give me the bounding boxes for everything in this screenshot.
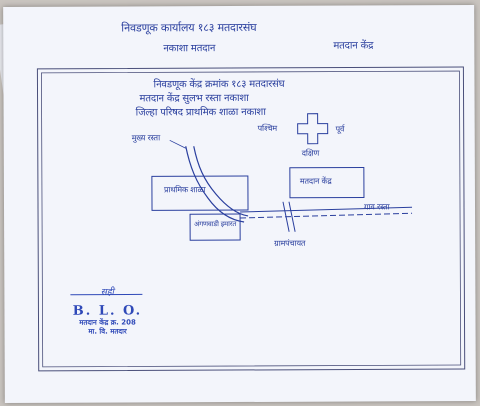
drawing-layer (36, 66, 466, 372)
document-sheet: निवडणूक कार्यालय १८३ मतदारसंघ नकाशा मतदा… (3, 4, 476, 404)
lane-line2 (288, 201, 296, 232)
road-right-label: गाव रस्ता (363, 202, 390, 212)
stamp-title: B. L. O. (72, 303, 143, 319)
top-heading-line1: निवडणूक कार्यालय १८३ मतदारसंघ (121, 20, 257, 35)
road-line-lower (240, 212, 413, 219)
compass-west-label: पश्चिम (257, 123, 277, 133)
building-small-box (189, 213, 241, 241)
box-heading-line1: निवडणूक केंद्र क्रमांक १८३ मतदारसंघ (153, 78, 285, 91)
inner-border (41, 70, 462, 368)
building-small-label: अंगणवाडी इमारत (194, 220, 237, 229)
box-heading-line3: जिल्हा परिषद प्राथमिक शाळा नकाशा (135, 106, 266, 119)
stamp-line2: मा. वि. मतदार (88, 327, 127, 336)
main-road-line2 (193, 146, 249, 217)
compass-icon (297, 113, 329, 145)
bottom-label: ग्रामपंचायत (274, 238, 306, 248)
top-heading-line2-left: नकाशा मतदान (163, 43, 216, 55)
building-left-box (151, 175, 249, 211)
lane-line1 (282, 201, 290, 232)
compass-east-label: पूर्व (335, 124, 345, 134)
main-road-line1 (185, 146, 245, 223)
stamp-signature: सही (100, 287, 115, 298)
top-heading-line2-right: मतदान केंद्र (333, 40, 374, 52)
stamp-line1: मतदान केंद्र क्र. 208 (79, 318, 136, 327)
outer-border (36, 66, 466, 372)
compass-south-label: दक्षिण (301, 148, 320, 158)
label-arrow (169, 139, 186, 149)
road-line-upper (240, 206, 413, 213)
label-main-road: मुख्य रस्ता (131, 133, 160, 143)
building-right-label: मतदान केंद्र (299, 176, 332, 186)
blo-stamp: सही B. L. O. मतदान केंद्र क्र. 208 मा. व… (62, 284, 152, 336)
building-right-box (289, 166, 365, 199)
building-left-label: प्राथमिक शाळा (163, 185, 206, 195)
box-heading-line2: मतदान केंद्र सुलभ रस्ता नकाशा (139, 92, 249, 105)
